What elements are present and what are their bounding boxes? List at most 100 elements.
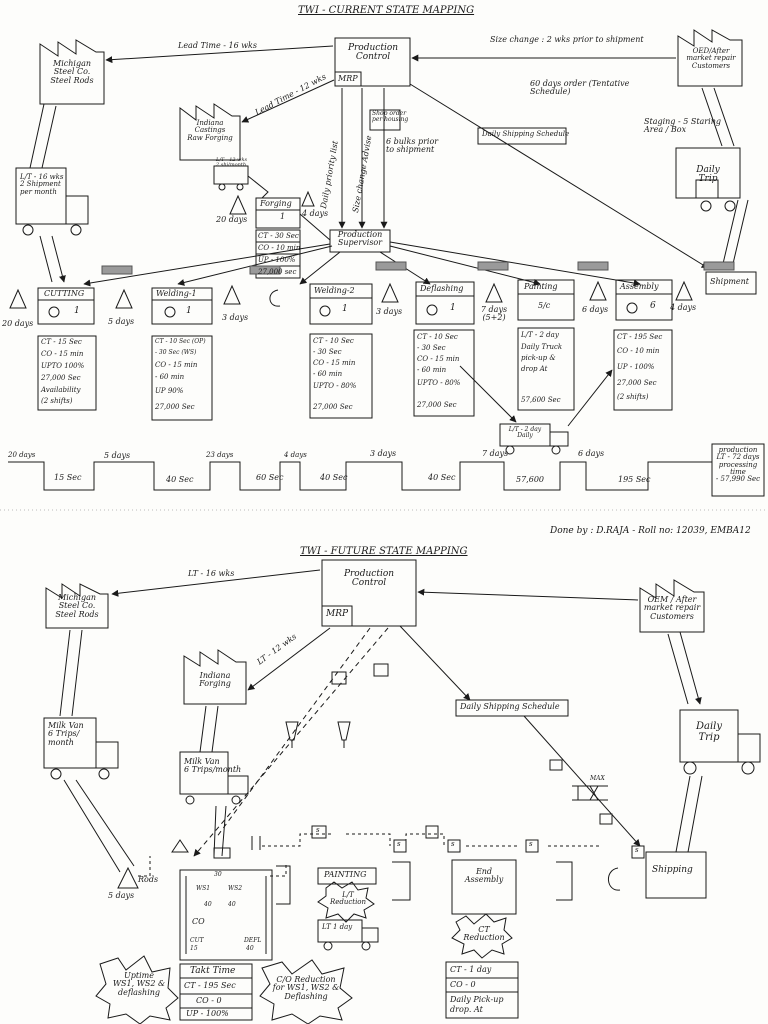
push-arrows xyxy=(102,262,734,274)
order-note: 60 days order (Tentative Schedule) xyxy=(530,80,629,97)
size-change-note: Size change : 2 wks prior to shipment xyxy=(490,36,644,44)
painting-line: L/T - 2 day xyxy=(521,332,559,339)
future-assembly-line: Daily Pick-up xyxy=(450,996,503,1004)
daily-truck-label: L/T - 2 day Daily xyxy=(500,427,550,440)
forging-truck-note: L/T - 12 wks 2 shi/month xyxy=(216,158,247,169)
future-forging-label: Indiana Forging xyxy=(184,672,246,689)
steel-truck-note: L/T - 16 wks 2 Shipment per month xyxy=(20,174,63,196)
lt-reduction-label: L/T Reduction xyxy=(326,892,370,907)
process-name-cutting: CUTTING xyxy=(44,290,84,298)
kanban-dashed-line-2 xyxy=(216,628,370,838)
process-name-deflashing: Deflashing xyxy=(420,285,463,293)
deflashing-line: - 60 min xyxy=(417,367,446,374)
cell-co: CO xyxy=(192,918,205,926)
takt-line: UP - 100% xyxy=(186,1010,229,1018)
summary-label: production LT - 72 days processing time … xyxy=(712,447,764,484)
rods-days: 5 days xyxy=(108,892,134,900)
assembly-line: CT - 195 Sec xyxy=(617,334,662,341)
cell-code: 30 xyxy=(214,872,222,878)
kanban-post-1 xyxy=(286,722,298,748)
takt-time-title: Takt Time xyxy=(190,967,235,976)
inventory-cutting: 20 days xyxy=(2,320,33,328)
future-cycle-mark xyxy=(608,868,620,890)
forging-line-2: UP - 100% xyxy=(258,257,295,264)
deflash-to-truck-arrow xyxy=(460,366,516,422)
timeline-time: 40 Sec xyxy=(320,474,347,482)
kanban-card-label: s xyxy=(397,841,401,848)
future-daily-trip-label: Daily Trip xyxy=(684,722,734,743)
timeline-day: 3 days xyxy=(370,450,396,458)
max-fifo-lane xyxy=(572,786,608,800)
inventory-painting: 7 days (5+2) xyxy=(478,306,510,323)
forging-truck xyxy=(214,166,248,184)
assembly-line: CO - 10 min xyxy=(617,348,659,355)
painting-line: drop At xyxy=(521,366,548,373)
painting-line: Daily Truck xyxy=(521,344,562,351)
future-customer-label: OEM / After market repair Customers xyxy=(640,596,704,621)
future-schedule-to-ship xyxy=(524,716,640,846)
timeline-day: 5 days xyxy=(104,452,130,460)
kanban-network xyxy=(262,834,600,848)
timeline-time: 195 Sec xyxy=(618,476,651,484)
welding2-line: CT - 10 Sec xyxy=(313,338,354,345)
cell-code: 40 xyxy=(204,902,212,908)
supervisor-label: Production Supervisor xyxy=(332,231,388,248)
cell-code: 40 xyxy=(228,902,236,908)
steel-push-arrow xyxy=(30,104,56,168)
future-shipping-label: Shipping xyxy=(652,866,693,875)
process-name-welding2: Welding-2 xyxy=(314,287,355,295)
process-ops-painting: 5/c xyxy=(538,302,550,310)
timeline-time: 40 Sec xyxy=(428,474,455,482)
kanban-card-label: s xyxy=(635,847,639,854)
cutting-line: Availability xyxy=(41,387,81,394)
staging-note: Staging - 5 Staring Area / Box xyxy=(644,118,721,135)
inventory-assembly: 6 days xyxy=(582,306,608,314)
forging-supplier-label: Indiana Castings Raw Forging xyxy=(180,120,240,142)
welding1-line: CT - 10 Sec (OP) xyxy=(155,339,206,345)
painting-line: pick-up & xyxy=(521,355,556,362)
future-mrp-label: MRP xyxy=(326,610,348,619)
rods-triangle xyxy=(118,868,138,888)
current-title: TWI - CURRENT STATE MAPPING xyxy=(298,6,474,17)
forging-out-inventory: 4 days xyxy=(302,210,328,218)
welding2-line: - 60 min xyxy=(313,371,342,378)
assembly-line: (2 shifts) xyxy=(617,394,648,401)
deflashing-line: 27,000 Sec xyxy=(417,402,457,409)
kanban-card-label: s xyxy=(529,841,533,848)
future-schedule-arrow xyxy=(400,626,470,700)
future-painting-label: PAINTING xyxy=(324,871,366,879)
welding1-line: UP 90% xyxy=(155,388,183,395)
data-boxes xyxy=(38,328,672,420)
shipment-label: Shipment xyxy=(710,278,749,286)
timeline-day: 6 days xyxy=(578,450,604,458)
assembly-line: UP - 100% xyxy=(617,364,654,371)
milk-van-1-label: Milk Van 6 Trips/ month xyxy=(48,722,84,747)
forging-ops: 1 xyxy=(280,213,285,221)
timeline-day: 4 days xyxy=(284,452,307,459)
future-title: TWI - FUTURE STATE MAPPING xyxy=(300,547,468,558)
rods-label: Rods xyxy=(138,876,158,884)
milk-van-2-label: Milk Van 6 Trips/month xyxy=(184,758,241,775)
deflashing-line: UPTO - 80% xyxy=(417,380,460,387)
daily-shipping-label: Daily Shipping Schedule xyxy=(482,131,569,138)
lead-time-steel-label: Lead Time - 16 wks xyxy=(178,42,257,50)
welding2-line: UPTO - 80% xyxy=(313,383,356,390)
bulks-note: 6 bulks prior to shipment xyxy=(386,138,438,155)
supermarket-3 xyxy=(556,862,572,900)
future-customer-pull xyxy=(668,632,700,704)
ct-reduction-label: CT Reduction xyxy=(462,926,506,943)
cell-code: 15 xyxy=(190,946,198,952)
process-ops-deflashing: 1 xyxy=(450,304,456,313)
max-label: MAX xyxy=(590,776,605,782)
lt-1day-label: LT 1 day xyxy=(322,924,352,931)
welding1-line: CO - 15 min xyxy=(155,362,197,369)
timeline-time: 57,600 xyxy=(516,476,544,484)
forging-to-process-arrow xyxy=(248,176,268,198)
timeline-day: 7 days xyxy=(482,450,508,458)
timeline-time: 60 Sec xyxy=(256,474,283,482)
supermarket-2 xyxy=(392,862,410,900)
future-assembly-line: drop. At xyxy=(450,1006,483,1014)
cycle-mark xyxy=(270,290,280,306)
timeline-time: 15 Sec xyxy=(54,474,81,482)
welding1-line: 27,000 Sec xyxy=(155,404,195,411)
